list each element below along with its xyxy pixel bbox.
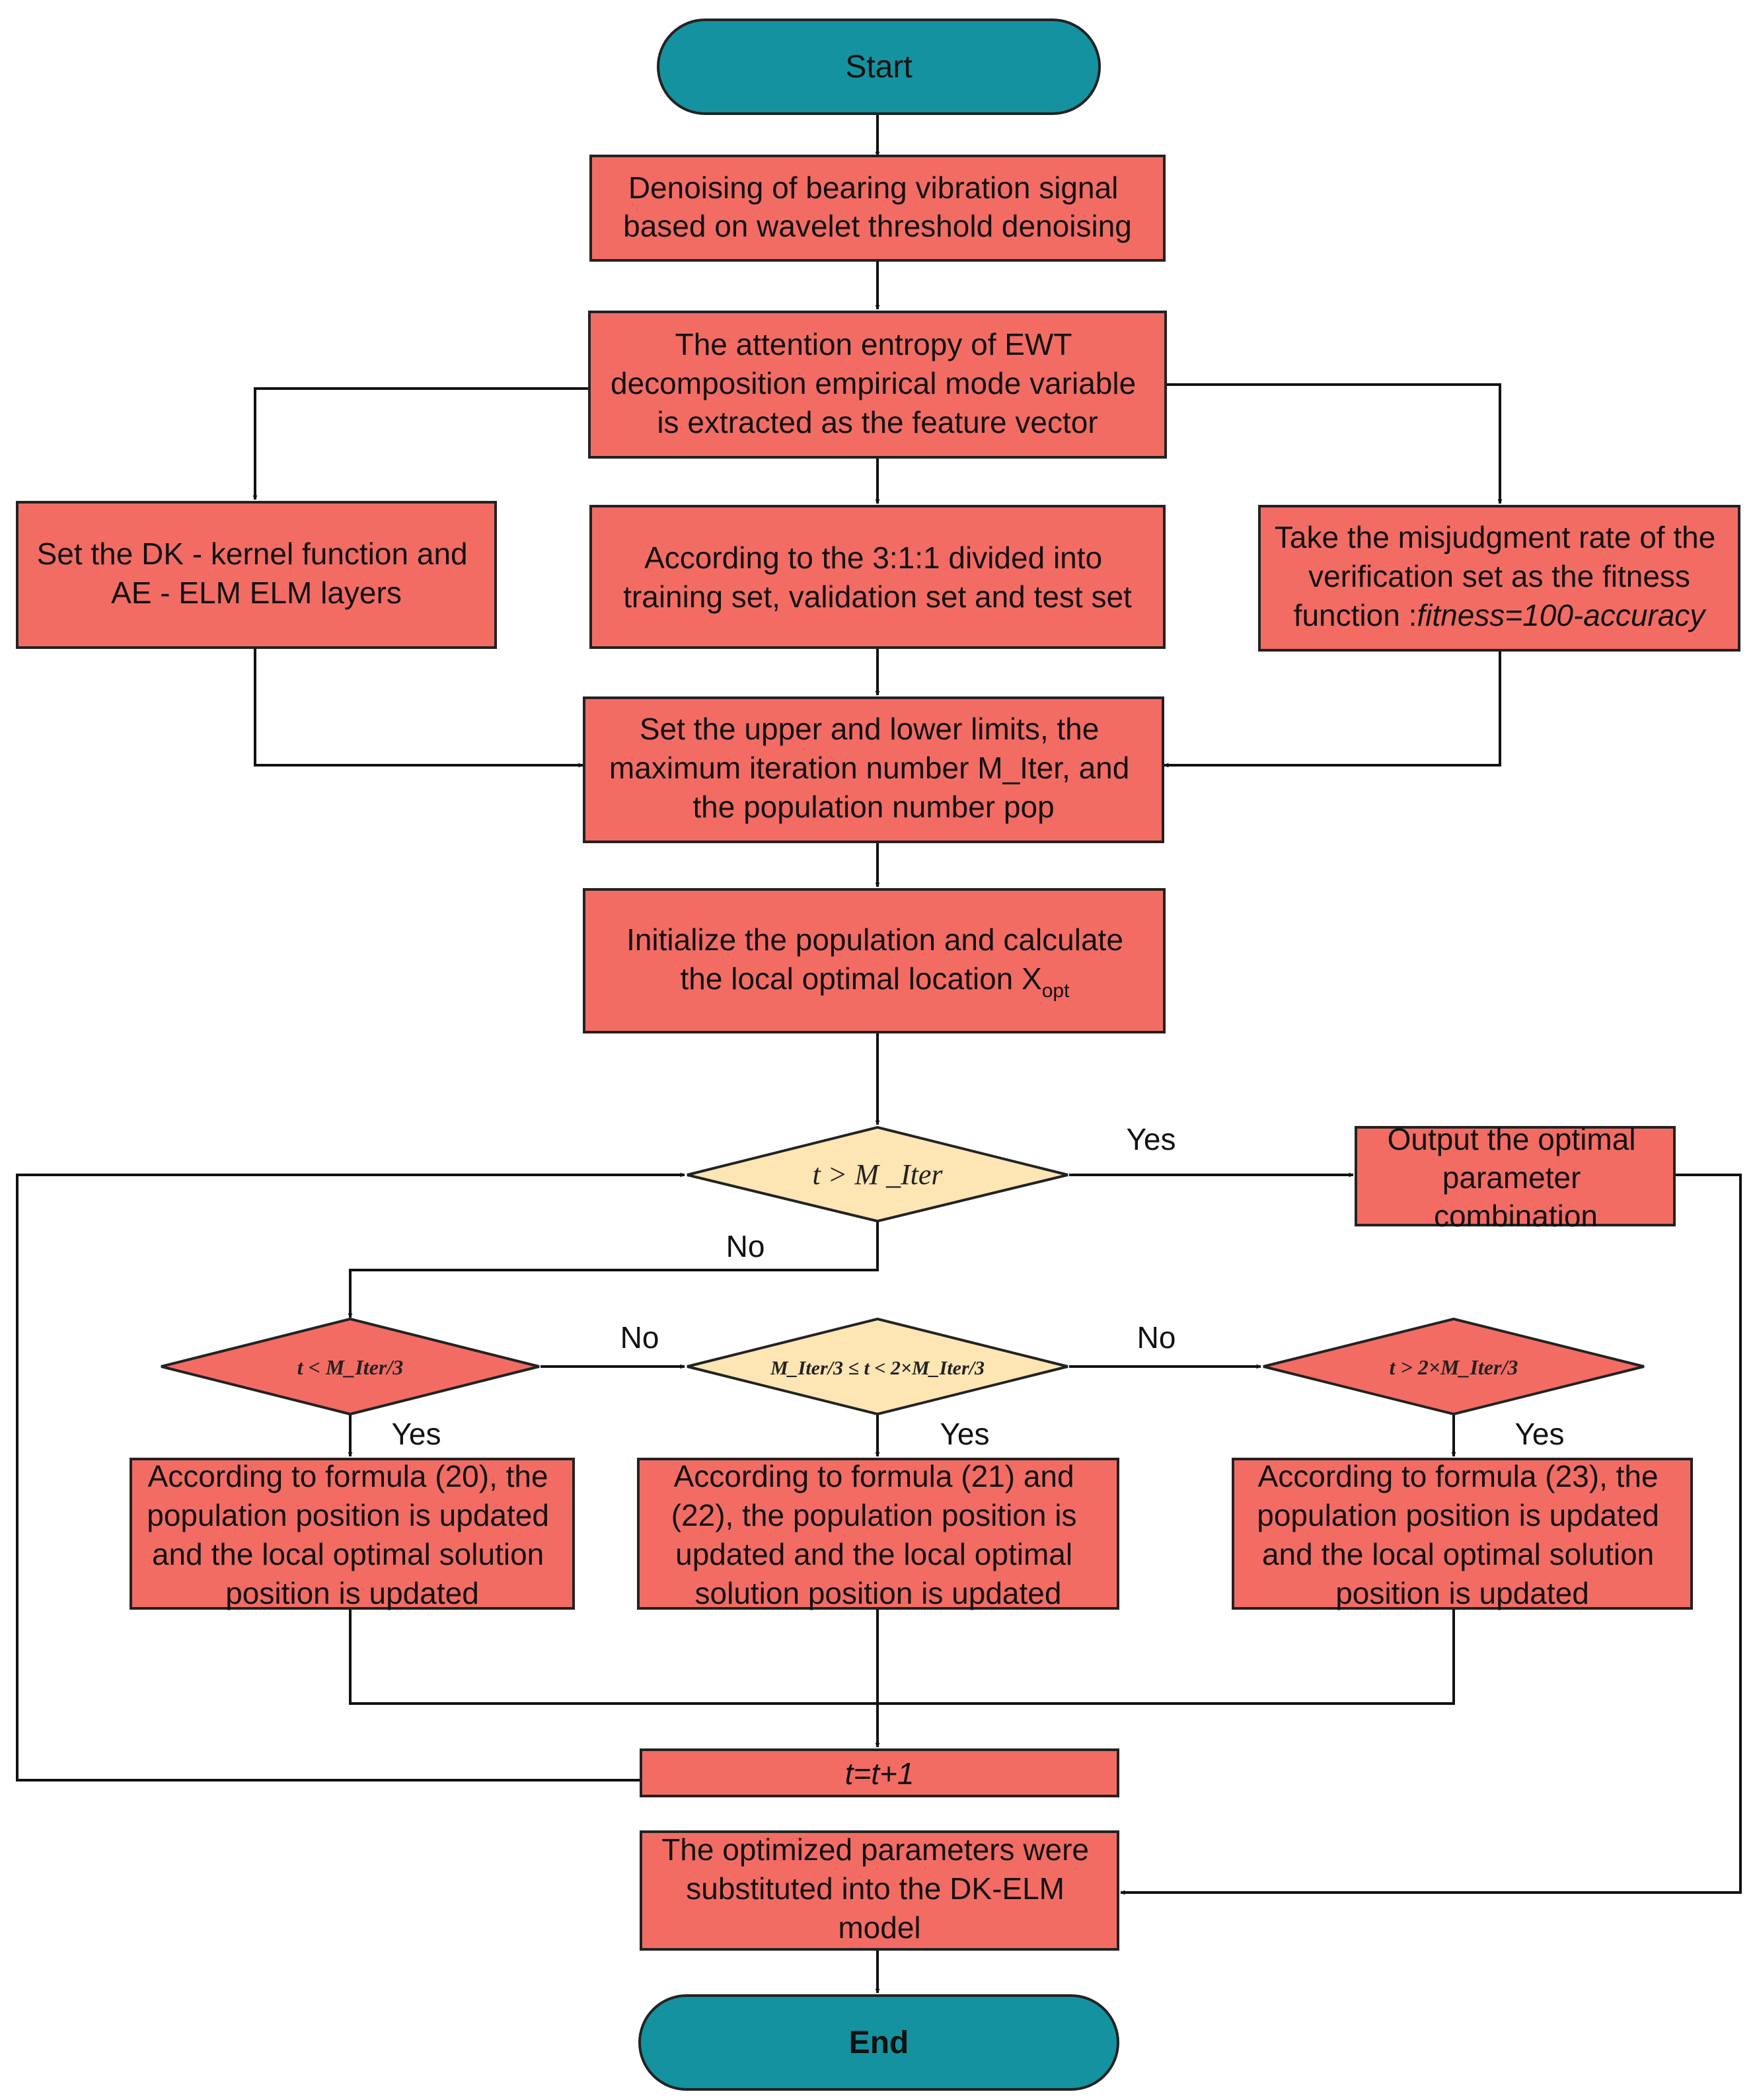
svg-text:The attention entropy of EWT: The attention entropy of EWT decompositi… bbox=[611, 327, 1144, 439]
decision-late: t > 2×M_Iter/3 bbox=[1263, 1317, 1645, 1416]
svg-text:According to the 3:1:1 divided: According to the 3:1:1 divided into trai… bbox=[623, 541, 1132, 614]
split-line-1: According to the 3:1:1 divided into bbox=[644, 541, 1102, 575]
middle-no-label: No bbox=[1137, 1320, 1176, 1355]
split-line-2: training set, validation set and test se… bbox=[623, 580, 1132, 614]
final-line-3: model bbox=[838, 1910, 920, 1945]
decision-late-label: t > 2×M_Iter/3 bbox=[1390, 1355, 1518, 1379]
update-early-line-1: According to formula (20), the bbox=[148, 1459, 548, 1493]
decision-early-label: t < M_Iter/3 bbox=[297, 1355, 403, 1379]
update-late-line-1: According to formula (23), the bbox=[1258, 1459, 1659, 1493]
svg-text:Set the DK - kernel function a: Set the DK - kernel function and AE - EL… bbox=[37, 537, 476, 610]
svg-text:the local optimal location Xop: the local optimal location Xopt bbox=[681, 961, 1070, 1002]
limits-step: Set the upper and lower limits, the maxi… bbox=[583, 696, 1164, 843]
init-step: Initialize the population and calculate … bbox=[583, 888, 1166, 1033]
fitness-formula: fitness=100-accuracy bbox=[1417, 598, 1707, 632]
svg-text:According to formula (21) and: According to formula (21) and (22), the … bbox=[671, 1459, 1086, 1610]
main-no-label: No bbox=[726, 1229, 765, 1263]
main-yes-label: Yes bbox=[1126, 1122, 1176, 1156]
svg-text:Set the upper and lower limits: Set the upper and lower limits, the maxi… bbox=[609, 712, 1138, 824]
entropy-line-2: decomposition empirical mode variable bbox=[611, 366, 1136, 400]
svg-text:The optimized parameters were: The optimized parameters were substitute… bbox=[661, 1832, 1098, 1945]
line-merge-updates bbox=[349, 1608, 1455, 1705]
start-label: Start bbox=[845, 50, 912, 85]
svg-text:Denoising of bearing vibration: Denoising of bearing vibration signal ba… bbox=[623, 170, 1132, 243]
entropy-step: The attention entropy of EWT decompositi… bbox=[588, 311, 1167, 459]
kernel-line-2: AE - ELM ELM layers bbox=[111, 576, 402, 610]
early-no-label: No bbox=[620, 1320, 659, 1355]
end-terminal: End bbox=[638, 1994, 1119, 2091]
update-middle-line-4: solution position is updated bbox=[695, 1576, 1062, 1610]
update-middle-line-3: updated and the local optimal bbox=[675, 1537, 1072, 1571]
update-late-line-3: and the local optimal solution bbox=[1262, 1537, 1654, 1571]
svg-text:According to formula (23), the: According to formula (23), the populatio… bbox=[1257, 1459, 1667, 1610]
update-middle-step: According to formula (21) and (22), the … bbox=[637, 1458, 1119, 1610]
middle-yes-label: Yes bbox=[940, 1417, 989, 1451]
update-early-line-3: and the local optimal solution bbox=[152, 1537, 544, 1571]
update-middle-line-1: According to formula (21) and bbox=[674, 1459, 1074, 1493]
fitness-line-1: Take the misjudgment rate of the bbox=[1275, 520, 1715, 554]
increment-step: t=t+1 bbox=[640, 1748, 1119, 1797]
limits-line-2: maximum iteration number M_Iter, and bbox=[609, 751, 1129, 785]
denoise-step: Denoising of bearing vibration signal ba… bbox=[589, 155, 1166, 262]
update-late-line-4: position is updated bbox=[1335, 1576, 1589, 1610]
arrow-fitness-to-limits bbox=[1164, 650, 1501, 768]
svg-text:According to formula (20), the: According to formula (20), the populatio… bbox=[147, 1459, 557, 1610]
decision-middle-label: M_Iter/3 ≤ t < 2×M_Iter/3 bbox=[770, 1357, 985, 1379]
split-step: According to the 3:1:1 divided into trai… bbox=[589, 505, 1166, 649]
limits-line-3: the population number pop bbox=[692, 790, 1054, 824]
arrow-entropy-to-kernel bbox=[252, 387, 589, 500]
arrow-main-decision-no bbox=[348, 1221, 879, 1318]
increment-label: t=t+1 bbox=[845, 1756, 915, 1791]
update-late-line-2: population position is updated bbox=[1257, 1498, 1659, 1532]
decision-early: t < M_Iter/3 bbox=[161, 1317, 540, 1416]
fitness-line-3-prefix: function : bbox=[1294, 598, 1417, 632]
output-line-1: Output the optimal bbox=[1388, 1122, 1636, 1156]
svg-text:Output the optimal param: Output the optimal parameter combination bbox=[1388, 1122, 1645, 1233]
update-early-step: According to formula (20), the populatio… bbox=[130, 1458, 575, 1610]
svg-text:Take the misjudgment rate of t: Take the misjudgment rate of the verific… bbox=[1275, 520, 1724, 593]
arrow-entropy-to-fitness bbox=[1166, 383, 1503, 504]
connectors bbox=[16, 114, 1742, 1994]
output-line-2: parameter bbox=[1442, 1160, 1581, 1195]
arrow-output-to-final bbox=[1120, 1174, 1742, 1895]
arrow-kernel-to-limits bbox=[254, 648, 583, 768]
late-yes-label: Yes bbox=[1514, 1417, 1564, 1451]
init-subscript: opt bbox=[1042, 980, 1070, 1002]
arrow-increment-loop-back bbox=[16, 1172, 685, 1781]
svg-text:Initialize the population and: Initialize the population and calculate bbox=[626, 922, 1123, 957]
init-line-1: Initialize the population and calculate bbox=[626, 922, 1123, 957]
update-middle-line-2: (22), the population position is bbox=[671, 1498, 1077, 1532]
main-decision: t > M _Iter bbox=[687, 1125, 1068, 1223]
start-terminal: Start bbox=[657, 19, 1101, 115]
limits-line-1: Set the upper and lower limits, the bbox=[640, 712, 1099, 746]
kernel-step: Set the DK - kernel function and AE - EL… bbox=[16, 501, 497, 649]
final-step: The optimized parameters were substitute… bbox=[640, 1830, 1119, 1951]
output-line-3: combination bbox=[1434, 1199, 1598, 1233]
decision-middle: M_Iter/3 ≤ t < 2×M_Iter/3 bbox=[687, 1317, 1068, 1416]
final-line-1: The optimized parameters were bbox=[661, 1832, 1089, 1867]
entropy-line-3: is extracted as the feature vector bbox=[657, 405, 1098, 439]
svg-text:function :fitness=100-accuracy: function :fitness=100-accuracy bbox=[1294, 598, 1707, 632]
entropy-line-1: The attention entropy of EWT bbox=[675, 327, 1072, 361]
update-early-line-2: population position is updated bbox=[147, 1498, 549, 1532]
init-line-2: the local optimal location X bbox=[681, 961, 1042, 996]
denoise-line-2: based on wavelet threshold denoising bbox=[623, 209, 1132, 243]
fitness-step: Take the misjudgment rate of the verific… bbox=[1258, 505, 1740, 652]
final-line-2: substituted into the DK-ELM bbox=[686, 1871, 1064, 1906]
fitness-line-2: verification set as the fitness bbox=[1308, 559, 1690, 593]
update-early-line-4: position is updated bbox=[225, 1576, 479, 1610]
update-late-step: According to formula (23), the populatio… bbox=[1232, 1458, 1693, 1610]
denoise-line-1: Denoising of bearing vibration signal bbox=[628, 170, 1119, 205]
output-step: Output the optimal parameter combination bbox=[1355, 1122, 1676, 1233]
end-label: End bbox=[849, 2025, 909, 2060]
kernel-line-1: Set the DK - kernel function and bbox=[37, 537, 468, 571]
early-yes-label: Yes bbox=[391, 1417, 441, 1451]
main-decision-label: t > M _Iter bbox=[812, 1158, 943, 1191]
